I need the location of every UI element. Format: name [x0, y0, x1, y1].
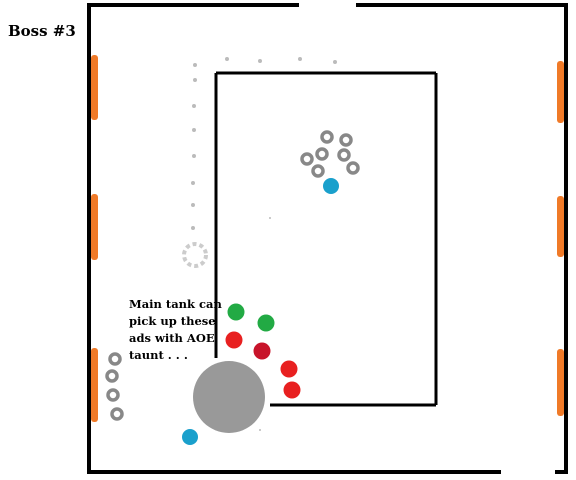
path-dot	[192, 128, 196, 132]
ad-icon	[108, 352, 122, 366]
ad-icon	[106, 388, 120, 402]
path-dot	[191, 181, 195, 185]
dps-dot-icon	[253, 342, 271, 360]
door-right-middle	[557, 196, 564, 257]
spawn-point-icon	[182, 242, 208, 268]
path-dot	[192, 104, 196, 108]
dps-dot-icon	[283, 381, 301, 399]
path-dot	[298, 57, 302, 61]
path-dot	[192, 154, 196, 158]
ad-icon	[320, 130, 334, 144]
dps-dot-icon	[280, 360, 298, 378]
healer-dot-icon	[227, 303, 245, 321]
path-dot	[193, 63, 197, 67]
door-left-middle	[91, 194, 98, 260]
ad-icon	[346, 161, 360, 175]
outer-walls	[87, 3, 568, 474]
path-dot	[225, 57, 229, 61]
tank-dot-icon	[323, 178, 339, 194]
path-dot	[193, 78, 197, 82]
tank-annotation: Main tank can pick up these ads with AOE…	[129, 297, 222, 362]
ad-icon	[339, 133, 353, 147]
ad-icon	[105, 369, 119, 383]
ad-pack-left	[105, 352, 124, 421]
path-dot	[191, 226, 195, 230]
page-title: Boss #3	[8, 22, 76, 40]
path-dot	[191, 203, 195, 207]
ad-icon	[337, 148, 351, 162]
healer-dot-icon	[257, 314, 275, 332]
path-dot	[259, 429, 261, 431]
ad-icon	[110, 407, 124, 421]
dps-dot-icon	[225, 331, 243, 349]
raid-members	[182, 303, 301, 445]
path-dot	[258, 59, 262, 63]
kite-path	[191, 57, 337, 431]
ad-icon	[315, 147, 329, 161]
door-right-bottom	[557, 349, 564, 416]
door-left-bottom	[91, 348, 98, 422]
boss-icon	[193, 361, 265, 433]
ad-icon	[300, 152, 314, 166]
door-right-top	[557, 61, 564, 123]
ad-pack-room	[300, 130, 360, 178]
doors	[91, 55, 564, 422]
tank-dot-icon	[182, 429, 198, 445]
inner-room-walls	[214, 71, 438, 407]
ad-icon	[311, 164, 325, 178]
path-dot	[333, 60, 337, 64]
door-left-top	[91, 55, 98, 120]
path-dot	[269, 217, 271, 219]
